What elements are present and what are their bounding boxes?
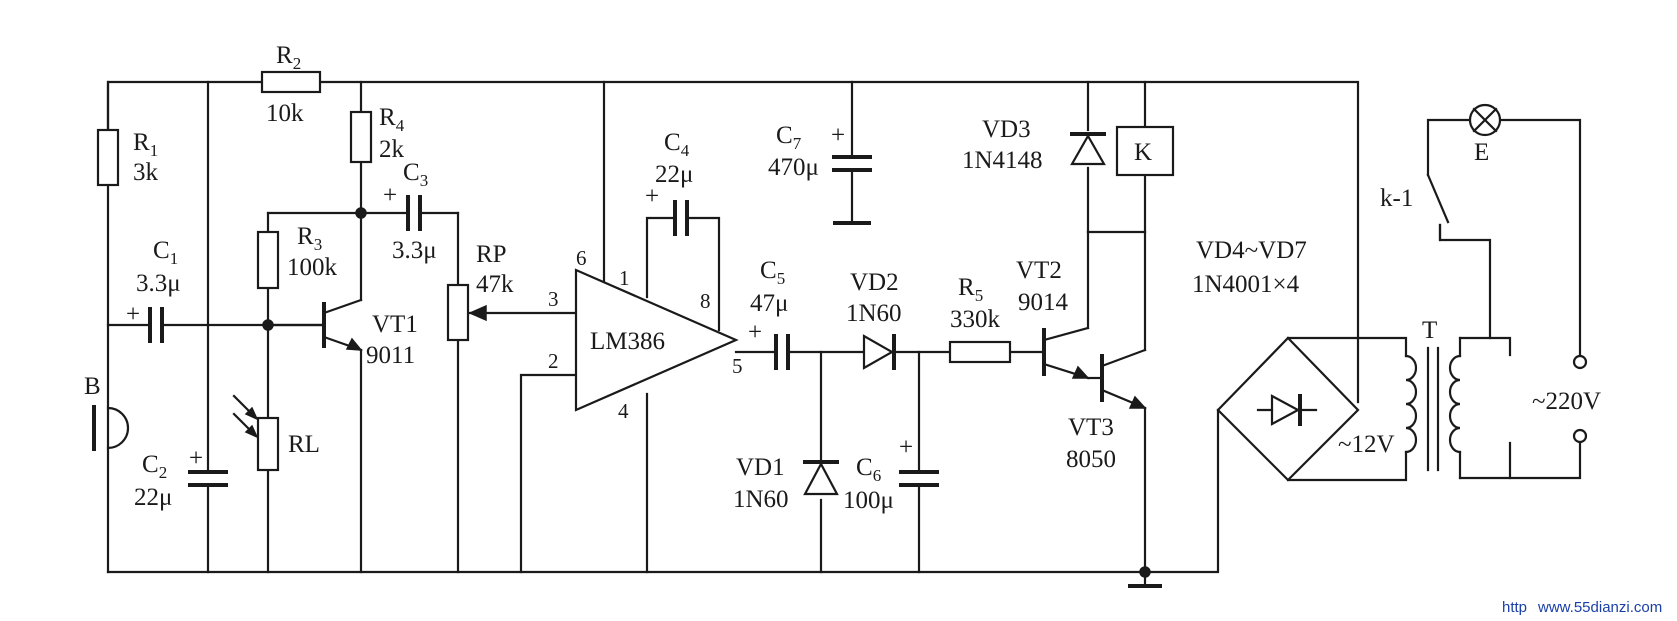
watermark-site: www.55dianzi.com [1537,599,1662,616]
vt3-label: VT3 [1068,414,1114,441]
c5-label: C5 [760,257,785,288]
k1-label: k-1 [1380,185,1413,212]
c1-plus: + [126,301,140,328]
transistor-vt3: VT3 8050 [1066,348,1147,473]
c4-plus: + [645,183,659,210]
t-label: T [1422,317,1437,344]
v220-label: ~220V [1532,388,1601,415]
c6-plus: + [899,434,913,461]
e-label: E [1474,139,1489,166]
vt1-value: 9011 [366,342,415,369]
vd2-value: 1N60 [846,300,902,327]
r4-value: 2k [379,136,405,163]
pin-5: 5 [732,354,743,378]
capacitor-c1: + C1 3.3μ [126,237,181,343]
resistor-r5: R5 330k [948,274,1012,364]
resistor-r3: R3 100k [256,223,338,290]
vd1-value: 1N60 [733,486,789,513]
vt1-label: VT1 [372,311,418,338]
r2-value: 10k [266,100,304,127]
diode-vd3: VD3 1N4148 [962,116,1106,174]
resistor-r2: R2 10k [260,42,322,127]
vt3-value: 8050 [1066,446,1116,473]
pin-3: 3 [548,287,559,311]
v12-label: ~12V [1338,431,1395,458]
c2-plus: + [189,445,203,472]
pin-6: 6 [576,246,587,270]
c4-value: 22μ [655,161,693,188]
capacitor-c6: + C6 100μ [843,434,939,514]
rp-label: RP [476,241,507,268]
capacitor-c3: + C3 3.3μ [383,159,437,264]
r3-label: R3 [297,223,322,254]
capacitor-c4: + C4 22μ [645,129,693,236]
r1-value: 3k [133,159,159,186]
b-label: B [84,373,101,400]
watermark: http www.55dianzi.com [1502,599,1662,616]
c6-value: 100μ [843,487,894,514]
vt2-label: VT2 [1016,257,1062,284]
c7-label: C7 [776,122,802,153]
c7-plus: + [831,122,845,149]
c3-value: 3.3μ [392,237,437,264]
diode-vd2: VD2 1N60 [846,269,902,370]
c5-value: 47μ [750,290,788,317]
vd4-vd7-value: 1N4001×4 [1192,271,1300,298]
junctions [262,207,1151,578]
pin-1: 1 [619,266,630,290]
pin-2: 2 [548,349,559,373]
r4-label: R4 [379,104,405,135]
bridge-rectifier: VD4~VD7 1N4001×4 [1192,237,1360,482]
microphone-b: B [84,373,130,451]
c3-label: C3 [403,159,428,190]
photoresistor-rl: RL [232,394,320,472]
rl-label: RL [288,431,320,458]
transistor-vt1: VT1 9011 [266,298,418,369]
watermark-prefix: http [1502,599,1527,616]
r5-label: R5 [958,274,983,305]
vt2-value: 9014 [1018,289,1069,316]
vd3-value: 1N4148 [962,147,1043,174]
pin-8: 8 [700,289,711,313]
c6-label: C6 [856,454,881,485]
lm386-label: LM386 [590,328,665,355]
lamp-e: E [1468,103,1502,166]
vd4-vd7-label: VD4~VD7 [1196,237,1307,264]
pin-4: 4 [618,399,629,423]
diode-vd1: VD1 1N60 [733,454,839,513]
capacitor-c5: + C5 47μ [748,257,790,370]
vd1-label: VD1 [736,454,785,481]
transistor-vt2: VT2 9014 [1016,257,1090,380]
c7-value: 470μ [768,154,819,181]
vd2-label: VD2 [850,269,899,296]
c1-value: 3.3μ [136,270,181,297]
rp-value: 47k [476,271,514,298]
transformer-t: T ~12V [1338,317,1462,480]
relay-k: K [1115,125,1175,177]
r3-value: 100k [287,254,338,281]
wires [106,80,1582,588]
resistor-r4: R4 2k [349,104,405,164]
resistor-r1: R1 3k [96,128,159,187]
r1-label: R1 [133,129,158,160]
potentiometer-rp: RP 47k [446,241,514,342]
vd3-label: VD3 [982,116,1031,143]
lm386-amplifier: LM386 6 1 8 3 2 4 5 [548,246,743,423]
c4-label: C4 [664,129,690,160]
capacitor-c2: + C2 22μ [134,445,228,511]
c1-label: C1 [153,237,178,268]
c2-label: C2 [142,451,167,482]
k-label: K [1134,139,1152,166]
capacitor-c7: + C7 470μ [768,122,872,181]
r5-value: 330k [950,306,1001,333]
r2-label: R2 [276,42,301,73]
ac-220v-terminals: ~220V [1532,354,1601,444]
c5-plus: + [748,319,762,346]
c2-value: 22μ [134,484,172,511]
relay-switch-k1: k-1 [1380,173,1450,242]
c3-plus: + [383,182,397,209]
